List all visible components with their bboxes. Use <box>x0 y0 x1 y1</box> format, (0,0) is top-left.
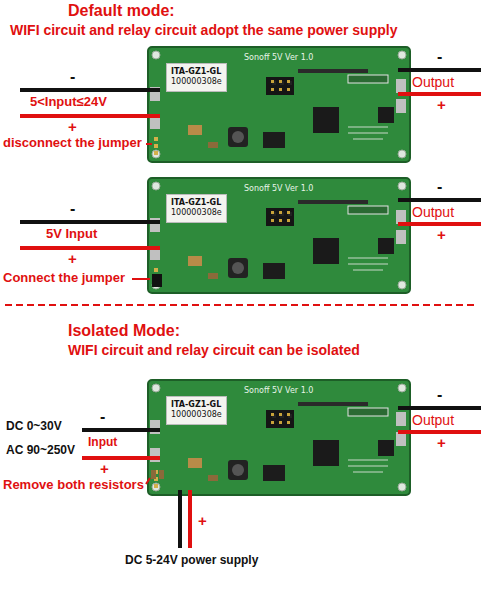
annotation-label: - <box>437 48 442 66</box>
annotation-label: + <box>68 118 77 135</box>
annotation-label: DC 5-24V power supply <box>125 554 258 568</box>
annotation-label: + <box>198 512 207 529</box>
annotation-label: DC 0~30V <box>6 420 62 434</box>
annotation-label: Connect the jumper <box>3 271 125 286</box>
annotation-label: disconnect the jumper <box>3 136 142 151</box>
annotation-label: - <box>437 386 442 404</box>
relay-marking: 100000308e <box>171 410 222 420</box>
annotation-label: AC 90~250V <box>6 444 75 458</box>
annotation-label: 5<Input≤24V <box>30 95 107 110</box>
pcb-board: Sonoff 5V Ver 1.0ITA-GZ1-GL100000308e <box>148 178 410 293</box>
annotation-label: WIFI circuit and relay circuit adopt the… <box>10 22 397 38</box>
annotation-label: Output <box>412 412 454 428</box>
annotation-label: + <box>100 460 109 477</box>
relay-component: ITA-GZ1-GL100000308e <box>166 396 227 425</box>
annotation-label: + <box>437 96 446 113</box>
annotation-label: - <box>70 68 75 86</box>
annotation-label: Output <box>412 204 454 220</box>
silkscreen-text: Sonoff 5V Ver 1.0 <box>244 386 313 395</box>
relay-component: ITA-GZ1-GL100000308e <box>166 194 227 223</box>
silkscreen-text: Sonoff 5V Ver 1.0 <box>244 53 313 62</box>
annotation-label: WIFI circuit and relay circuit can be is… <box>68 342 360 358</box>
annotation-label: - <box>437 178 442 196</box>
annotation-label: + <box>437 434 446 451</box>
relay-marking: ITA-GZ1-GL <box>171 67 222 77</box>
annotation-label: Isolated Mode: <box>68 322 180 340</box>
silkscreen-text: Sonoff 5V Ver 1.0 <box>244 184 313 193</box>
relay-marking: ITA-GZ1-GL <box>171 198 222 208</box>
annotation-label: Input <box>88 436 117 450</box>
annotation-label: Remove both resistors <box>3 478 144 493</box>
relay-marking: 100000308e <box>171 208 222 218</box>
annotation-label: - <box>70 200 75 218</box>
relay-component: ITA-GZ1-GL100000308e <box>166 63 227 92</box>
annotation-label: + <box>437 226 446 243</box>
relay-marking: 100000308e <box>171 77 222 87</box>
relay-marking: ITA-GZ1-GL <box>171 400 222 410</box>
annotation-label: Output <box>412 74 454 90</box>
annotation-label: Default mode: <box>68 2 175 20</box>
annotation-label: - <box>100 408 105 426</box>
pcb-board: Sonoff 5V Ver 1.0ITA-GZ1-GL100000308e <box>148 380 410 495</box>
annotation-label: 5V Input <box>46 227 97 242</box>
annotation-label: + <box>68 250 77 267</box>
pcb-board: Sonoff 5V Ver 1.0ITA-GZ1-GL100000308e <box>148 47 410 162</box>
